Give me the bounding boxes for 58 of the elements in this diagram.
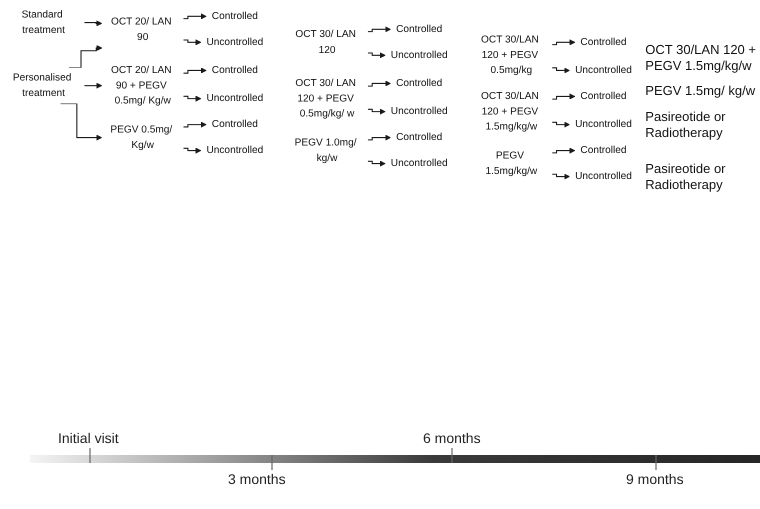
arrow [368,52,386,58]
node-text: Uncontrolled [206,92,264,104]
node-text: Controlled [396,131,442,143]
arrow [552,148,576,154]
node-text: PEGV 0.5mg/ Kg/w [110,124,172,150]
node-text: OCT 30/LAN 120 + PEGV 1.5mg/kg/w [481,90,539,132]
node-text: Uncontrolled [575,64,632,76]
node-text: PEGV 1.0mg/ kg/w [294,136,357,164]
node-text: Uncontrolled [390,105,448,117]
node-text: Uncontrolled [390,49,448,61]
arrow [184,122,207,128]
arrow [552,174,570,180]
node-text: OCT 30/ LAN 120 + PEGV 0.5mg/kg/ w [295,77,356,120]
node-text: OCT 30/ LAN 120 [295,28,356,56]
node-text: Controlled [396,77,442,89]
arrow [84,20,102,26]
arrow [552,39,576,46]
arrow [368,26,391,32]
timeline-label: 9 months [626,471,684,487]
arrow [368,80,391,87]
node-text: OCT 20/ LAN 90 + PEGV 0.5mg/ Kg/w [111,64,172,106]
arrow [184,148,202,154]
arrow [552,93,576,100]
arrow [184,68,207,74]
arrow [60,103,102,141]
node-text: Controlled [396,23,442,35]
arrow [184,96,202,102]
arrow [84,82,102,89]
arrow [368,160,386,167]
timeline-label: 3 months [228,471,286,487]
arrow [552,67,570,74]
node-text: Standard treatment [22,8,65,36]
node-text: Controlled [212,64,258,76]
treatment-text: Pasireotide or Radiotherapy [645,161,727,192]
arrow [368,108,386,115]
node-text: Controlled [212,118,258,130]
node-text: PEGV 1.5mg/kg/w [485,150,538,176]
node-text: Uncontrolled [575,118,632,130]
arrow [552,122,570,128]
node-text: Uncontrolled [206,144,264,156]
node-text: OCT 30/LAN 120 + PEGV 0.5mg/kg [481,34,539,76]
node-text: OCT 20/ LAN 90 [111,15,172,42]
node-text: Uncontrolled [206,36,264,48]
arrow [184,39,202,46]
node-text: Controlled [212,10,258,22]
node-text: Uncontrolled [390,157,448,169]
timeline-label: 6 months [423,430,481,446]
arrow [68,45,102,68]
treatment-text: Pasireotide or Radiotherapy [645,109,727,140]
node-text: Uncontrolled [575,170,632,182]
node-text: Controlled [580,144,627,156]
node-text: Controlled [580,36,627,48]
arrow [368,134,391,141]
node-text: Controlled [580,90,627,102]
timeline-label: Initial visit [58,430,119,446]
treatment-text: OCT 30/LAN 120 + PEGV 1.5mg/kg/w [645,42,757,74]
arrow [184,13,207,20]
treatment-text: PEGV 1.5mg/ kg/w [645,83,756,99]
